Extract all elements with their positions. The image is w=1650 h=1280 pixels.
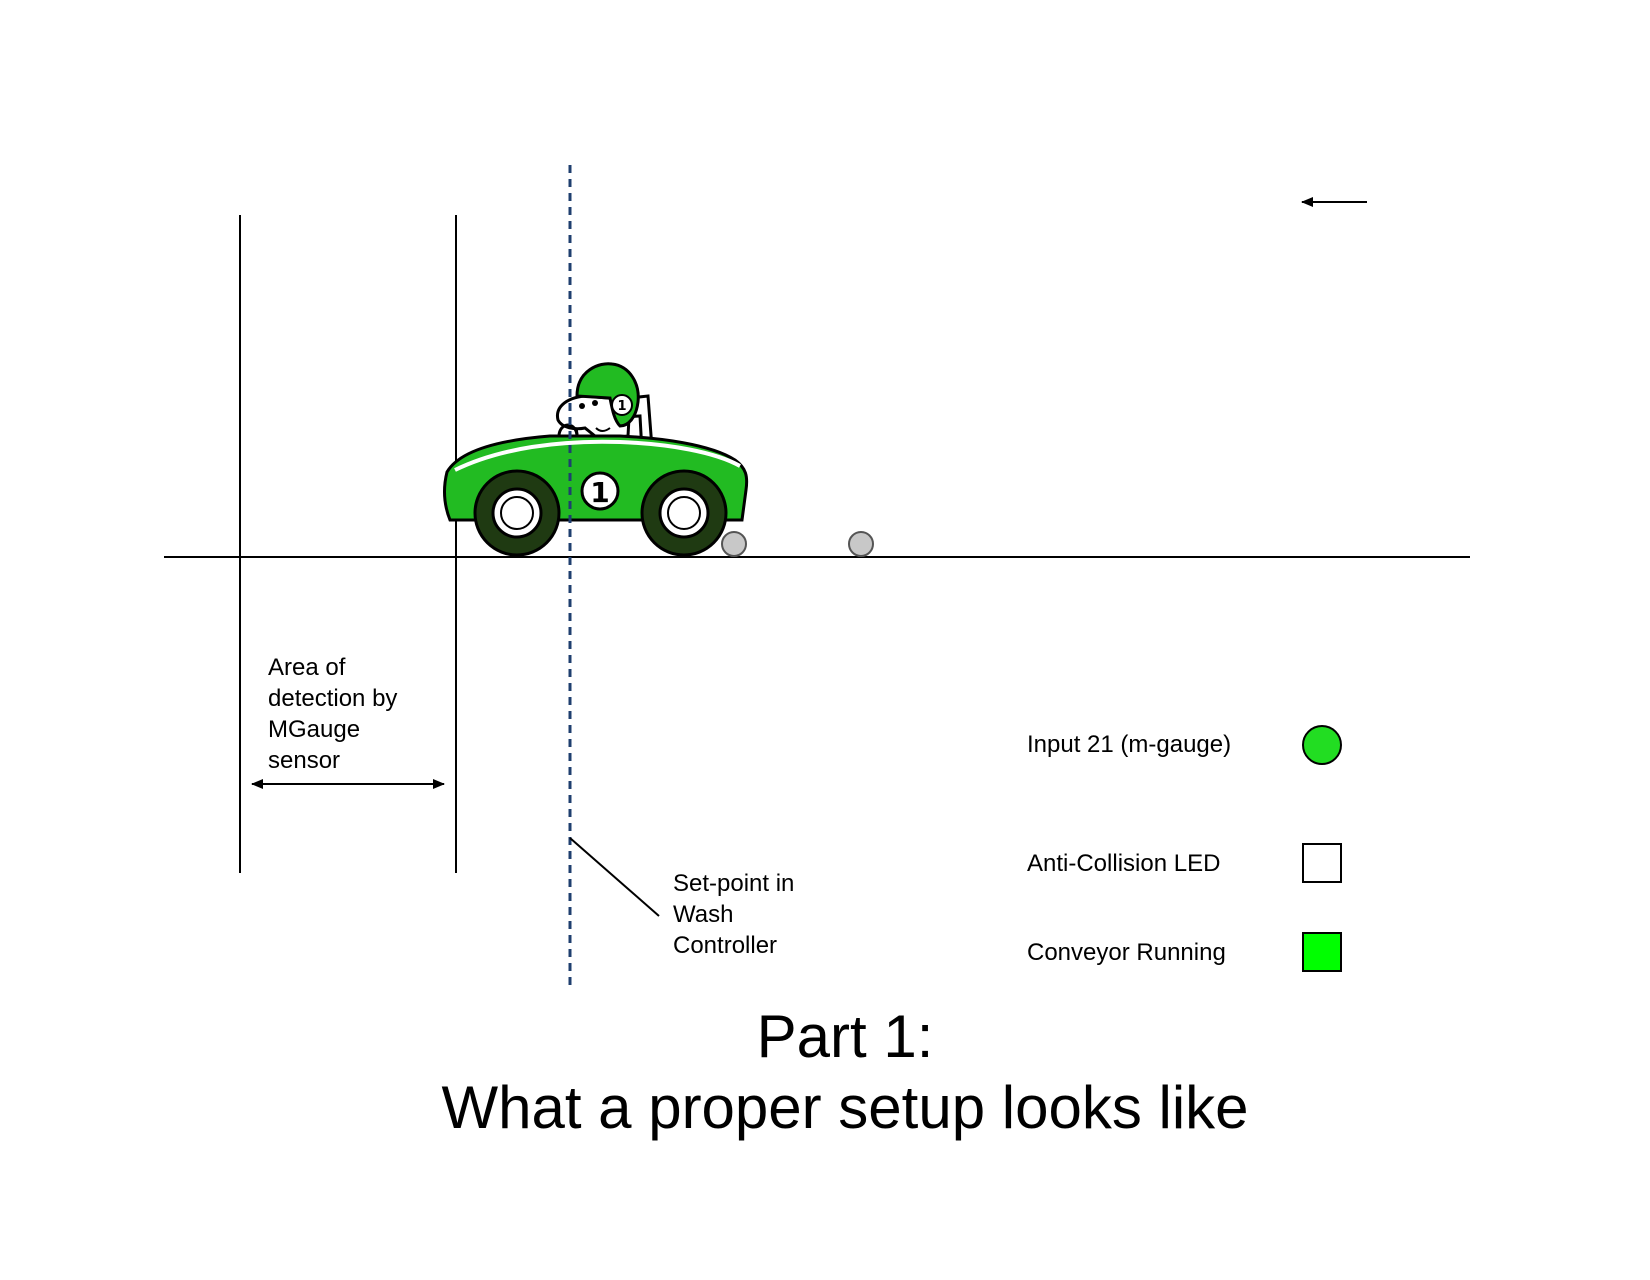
race-car-icon: 1 1 <box>443 362 749 557</box>
page-title-line1: Part 1: <box>756 1003 934 1070</box>
anti-collision-legend-label: Anti-Collision LED <box>1027 850 1221 877</box>
page-title-line2: What a proper setup looks like <box>441 1074 1249 1141</box>
detection-area-label: Area of detection by MGauge sensor <box>268 654 398 774</box>
roller <box>848 531 874 557</box>
input21-legend-label: Input 21 (m-gauge) <box>1027 731 1232 758</box>
car-number: 1 <box>590 476 609 509</box>
helmet-number: 1 <box>617 399 626 414</box>
roller <box>721 531 747 557</box>
conveyor-running-legend-label: Conveyor Running <box>1027 939 1226 966</box>
anti-collision-led-indicator-icon <box>1302 843 1342 883</box>
setpoint-label: Set-point in Wash Controller <box>673 870 795 959</box>
input21-indicator-icon <box>1302 725 1342 765</box>
setpoint-leader-line <box>569 837 660 917</box>
conveyor-running-indicator-icon <box>1302 932 1342 972</box>
